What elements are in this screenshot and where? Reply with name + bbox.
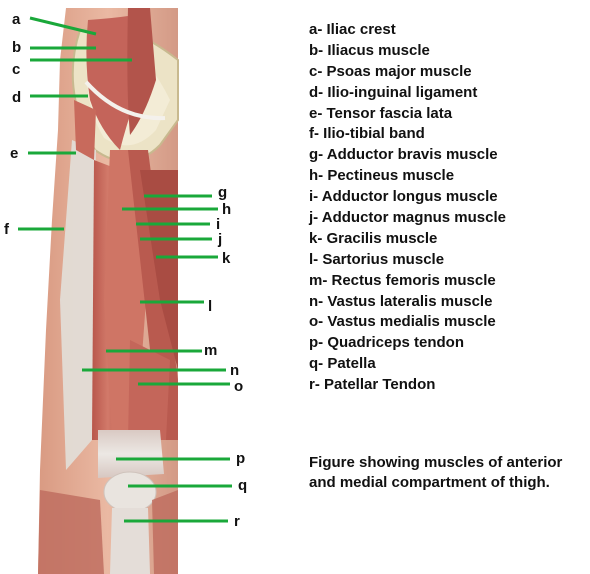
marker-label-sartorius-muscle: l — [208, 298, 212, 315]
marker-label-iliacus-muscle: b — [12, 39, 21, 56]
legend-item-adductor-magnus: j- Adductor magnus muscle — [309, 208, 506, 229]
marker-label-adductor-bravis-muscle: g — [218, 184, 227, 201]
legend-item-vastus-lateralis: n- Vastus lateralis muscle — [309, 292, 506, 313]
legend-item-ilio-inguinal-ligament: d- Ilio-inguinal ligament — [309, 83, 506, 104]
patellar-tendon-shape — [110, 508, 150, 574]
marker-label-vastus-lateralis-muscle: n — [230, 362, 239, 379]
marker-label-iliac-crest: a — [12, 11, 21, 28]
marker-label-pectineus-muscle: h — [222, 201, 231, 218]
marker-label-tensor-fascia-lata: e — [10, 145, 18, 162]
legend-item-iliacus: b- Iliacus muscle — [309, 41, 506, 62]
legend-item-rectus-femoris: m- Rectus femoris muscle — [309, 271, 506, 292]
marker-label-gracilis-muscle: k — [222, 250, 231, 267]
legend-item-gracilis: k- Gracilis muscle — [309, 229, 506, 250]
legend-item-tensor-fascia-lata: e- Tensor fascia lata — [309, 104, 506, 125]
legend-item-adductor-longus: i- Adductor longus muscle — [309, 187, 506, 208]
legend-item-psoas-major: c- Psoas major muscle — [309, 62, 506, 83]
marker-label-vastus-medialis-muscle: o — [234, 378, 243, 395]
legend-item-sartorius: l- Sartorius muscle — [309, 250, 506, 271]
quadriceps-tendon-shape — [98, 430, 164, 478]
legend-item-adductor-brevis: g- Adductor bravis muscle — [309, 145, 506, 166]
marker-label-adductor-magnus-muscle: j — [217, 231, 222, 248]
legend-item-ilio-tibial-band: f- Ilio-tibial band — [309, 124, 506, 145]
legend-item-quadriceps-tendon: p- Quadriceps tendon — [309, 333, 506, 354]
marker-label-ilio-inguinal-ligament: d — [12, 89, 21, 106]
marker-label-patella: q — [238, 477, 247, 494]
patella-shape — [104, 472, 156, 512]
lower-leg-muscle-left — [38, 490, 104, 574]
legend-item-pectineus: h- Pectineus muscle — [309, 166, 506, 187]
marker-label-psoas-major-muscle: c — [12, 61, 20, 78]
legend-item-patella: q- Patella — [309, 354, 506, 375]
marker-label-ilio-tibial-band: f — [4, 221, 10, 238]
figure-caption: Figure showing muscles of anterior and m… — [309, 453, 584, 493]
marker-label-patellar-tendon: r — [234, 513, 240, 530]
lower-leg-muscle-right — [152, 490, 178, 574]
legend-item-patellar-tendon: r- Patellar Tendon — [309, 375, 506, 396]
marker-label-rectus-femoris-muscle: m — [204, 342, 217, 359]
marker-label-quadriceps-tendon: p — [236, 450, 245, 467]
legend-item-iliac-crest: a- Iliac crest — [309, 20, 506, 41]
legend-item-vastus-medialis: o- Vastus medialis muscle — [309, 312, 506, 333]
legend-list: a- Iliac crest b- Iliacus muscle c- Psoa… — [309, 20, 506, 396]
